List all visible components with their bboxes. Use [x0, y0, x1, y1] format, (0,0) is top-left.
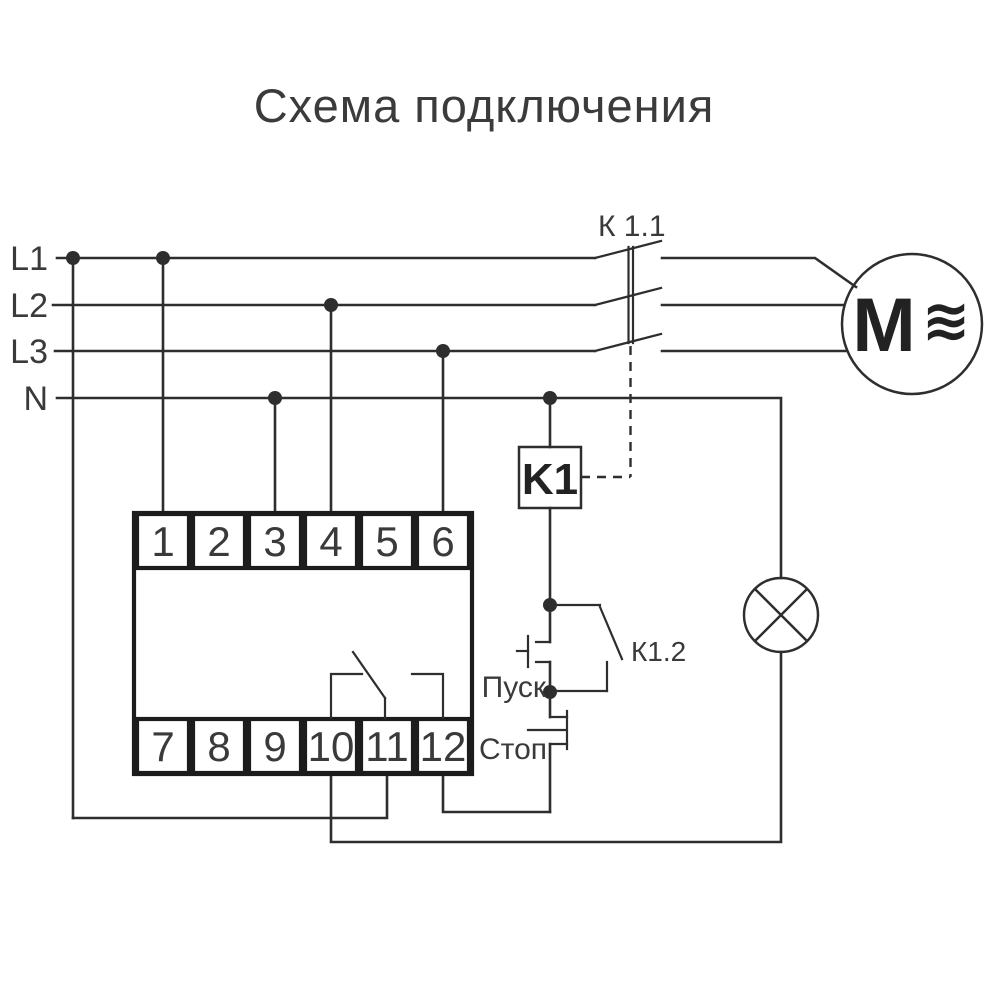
- motor: M ≋: [840, 252, 984, 396]
- relay-coil-k1: K1: [517, 396, 583, 607]
- line-label-n: N: [23, 380, 48, 418]
- terminal-cell-2: [190, 511, 248, 571]
- terminal-number: 12: [420, 723, 467, 770]
- coil-label: K1: [522, 455, 578, 504]
- terminal-cell-4: [302, 511, 360, 571]
- terminal-number: 2: [207, 518, 230, 565]
- terminal-number: 5: [375, 518, 398, 565]
- terminal-feed-wires: [71, 256, 445, 820]
- terminal-number: 10: [308, 723, 355, 770]
- internal-contact-bracket: [410, 672, 445, 720]
- motor-phase-icon: ≋: [922, 288, 971, 353]
- wire-terminal12-to-stop: [441, 772, 552, 814]
- terminal-cell-5: [358, 511, 416, 571]
- terminal-cell-7: [134, 716, 192, 776]
- aux-contact-k12: К1.2: [548, 603, 686, 693]
- terminal-number: 11: [365, 723, 409, 770]
- junction-dots: [66, 251, 557, 699]
- internal-contact-blade: [351, 650, 387, 700]
- lamp: [742, 576, 820, 654]
- terminal-cell-3: [246, 511, 304, 571]
- wire-l1-to-terminal11: [71, 772, 389, 820]
- power-lines: [51, 256, 783, 580]
- terminal-number: 7: [151, 723, 174, 770]
- aux-contact-label: К1.2: [631, 636, 686, 667]
- aux-contact-blade: [598, 605, 624, 661]
- terminal-number: 6: [431, 518, 454, 565]
- motor-circle: [840, 252, 984, 396]
- motor-feed-wires: [660, 256, 858, 353]
- terminal-cell-6: [414, 511, 472, 571]
- start-button: Пуск: [482, 603, 552, 704]
- junction-dot: [436, 344, 450, 358]
- line-label-l3: L3: [10, 333, 48, 371]
- terminal-number: 4: [319, 518, 342, 565]
- motor-letter: M: [852, 283, 915, 368]
- bottom-terminal-row: 7 8 9 10 11 12: [134, 716, 472, 776]
- terminal-number: 3: [263, 518, 286, 565]
- power-line-n: [55, 396, 783, 580]
- terminal-cell-8: [190, 716, 248, 776]
- line-label-l2: L2: [10, 287, 48, 325]
- relay-device: 1 2 3 4 5 6 7 8 9 10 11 12: [131, 510, 475, 777]
- contactor-k11-label: К 1.1: [598, 210, 666, 243]
- terminal-number: 1: [151, 518, 174, 565]
- internal-contact-bracket: [329, 672, 364, 720]
- top-terminal-row: 1 2 3 4 5 6: [134, 511, 472, 571]
- contactor-k11: К 1.1: [581, 210, 666, 479]
- terminal-number: 8: [207, 723, 230, 770]
- stop-button: Стоп: [479, 690, 569, 814]
- lamp-circle: [742, 576, 820, 654]
- line-label-l1: L1: [10, 240, 48, 278]
- bottom-routing-wires: [71, 650, 783, 844]
- junction-dot: [268, 391, 282, 405]
- terminal-cell-1: [134, 511, 192, 571]
- wire-terminal10-to-lamp: [329, 650, 783, 844]
- terminal-cell-9: [246, 716, 304, 776]
- terminal-cell-11: [358, 716, 416, 776]
- junction-dot: [156, 251, 170, 265]
- internal-changeover-contact: [329, 650, 445, 720]
- lamp-cross-icon: [753, 587, 809, 643]
- stop-button-label: Стоп: [479, 733, 547, 766]
- terminal-number: 9: [263, 723, 286, 770]
- wire-l1-to-motor: [660, 256, 858, 289]
- junction-dot: [66, 251, 80, 265]
- junction-dot: [324, 298, 338, 312]
- start-button-label: Пуск: [482, 671, 547, 704]
- diagram-title: Схема подключения: [254, 79, 715, 132]
